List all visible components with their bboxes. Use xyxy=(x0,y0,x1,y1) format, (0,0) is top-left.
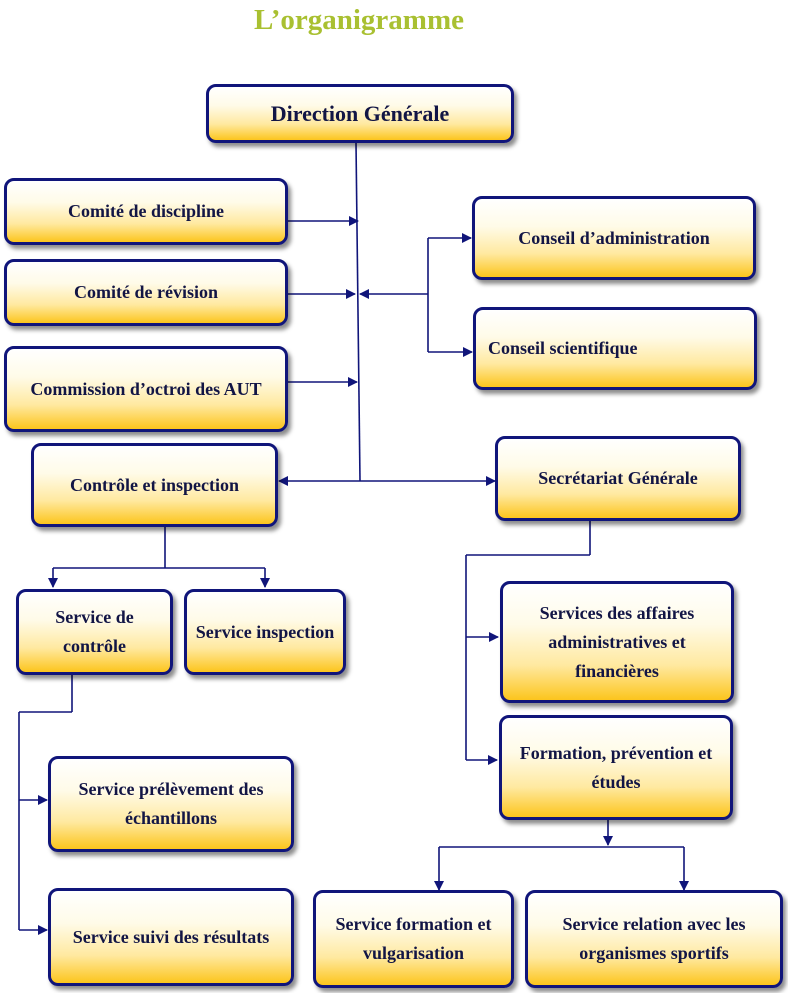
chart-title: L’organigramme xyxy=(254,4,464,36)
node-service-suivi: Service suivi des résultats xyxy=(48,888,294,986)
node-label: Service inspection xyxy=(195,621,335,642)
node-comite-discipline: Comité de discipline xyxy=(4,178,288,245)
node-label: Service de contrôle xyxy=(55,607,134,656)
node-service-controle: Service de contrôle xyxy=(16,589,173,675)
node-service-relation: Service relation avec les organismes spo… xyxy=(525,890,783,988)
node-label: Commission d’octroi des AUT xyxy=(30,378,262,399)
node-label: Conseil scientifique xyxy=(488,338,638,358)
node-label: Service formation et vulgarisation xyxy=(335,914,492,963)
node-direction-generale: Direction Générale xyxy=(206,84,514,143)
node-conseil-administration: Conseil d’administration xyxy=(472,196,756,280)
node-comite-revision: Comité de révision xyxy=(4,259,288,326)
node-controle-inspection: Contrôle et inspection xyxy=(31,443,278,527)
node-formation-prevention: Formation, prévention et études xyxy=(499,715,733,820)
node-label: Comité de révision xyxy=(74,282,218,302)
node-label: Service suivi des résultats xyxy=(72,926,270,947)
node-service-inspection: Service inspection xyxy=(184,589,346,675)
node-label: Service prélèvement des échantillons xyxy=(78,779,264,828)
node-label: Formation, prévention et études xyxy=(519,742,713,792)
node-label: Contrôle et inspection xyxy=(70,474,239,495)
node-secretariat-generale: Secrétariat Générale xyxy=(495,436,741,521)
node-service-formation: Service formation et vulgarisation xyxy=(313,890,514,988)
node-label: Service relation avec les organismes spo… xyxy=(562,914,746,963)
node-label: Services des affaires administratives et… xyxy=(539,602,695,681)
node-services-affaires: Services des affaires administratives et… xyxy=(500,581,734,703)
node-commission-aut: Commission d’octroi des AUT xyxy=(4,346,288,432)
node-label: Conseil d’administration xyxy=(518,227,710,248)
node-label: Direction Générale xyxy=(270,101,450,126)
node-label: Secrétariat Générale xyxy=(538,468,698,488)
node-service-prelevement: Service prélèvement des échantillons xyxy=(48,756,294,852)
node-label: Comité de discipline xyxy=(68,201,224,221)
node-conseil-scientifique: Conseil scientifique xyxy=(473,307,757,390)
